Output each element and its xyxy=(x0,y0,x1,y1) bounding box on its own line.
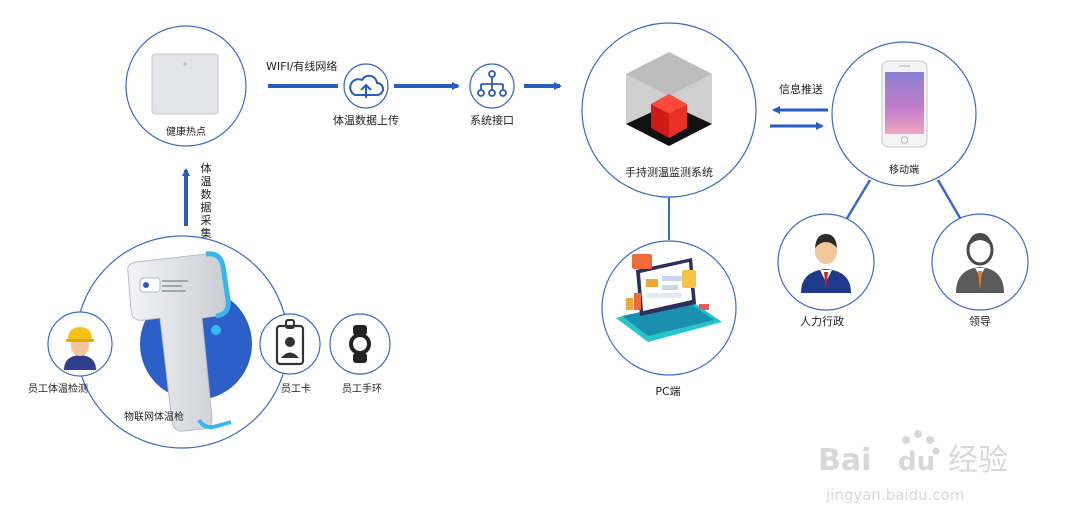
interface-label: 系统接口 xyxy=(470,114,514,127)
upload-label: 体温数据上传 xyxy=(333,113,399,127)
collect-char-6: 集 xyxy=(201,226,212,240)
node-band: 员工手环 xyxy=(329,313,391,395)
band-label: 员工手环 xyxy=(342,382,382,395)
line-mobile-to-leader xyxy=(936,179,962,219)
thermometer-gun-icon xyxy=(127,251,232,432)
card-label: 员工卡 xyxy=(281,382,311,395)
hotspot-device-icon xyxy=(151,53,219,115)
businessman-icon xyxy=(801,234,851,293)
collect-char-2: 温 xyxy=(201,175,212,188)
hotspot-label: 健康热点 xyxy=(166,125,206,138)
network-label: WIFI/有线网络 xyxy=(266,59,337,73)
cloud-upload-icon xyxy=(349,74,384,98)
system-label: 手持测温监测系统 xyxy=(625,165,713,179)
node-system: 手持测温监测系统 xyxy=(581,22,757,198)
watermark-brand-latin-1: Bai xyxy=(818,443,871,478)
collect-char-3: 数 xyxy=(201,188,212,201)
collect-char-5: 采 xyxy=(201,214,212,227)
worker-label: 员工体温检测 xyxy=(28,382,88,395)
node-upload: 体温数据上传 xyxy=(333,63,399,127)
push-label: 信息推送 xyxy=(779,82,823,96)
smart-band-icon xyxy=(349,325,371,363)
node-gun: 物联网体温枪 xyxy=(75,235,289,449)
watermark-brand-cn: 经验 xyxy=(948,443,1008,478)
server-cube-icon xyxy=(626,52,712,146)
gun-label: 物联网体温枪 xyxy=(124,410,184,423)
smartphone-icon xyxy=(881,60,928,148)
mobile-label: 移动端 xyxy=(889,163,919,176)
node-interface: 系统接口 xyxy=(469,63,515,127)
leader-label: 领导 xyxy=(969,315,991,328)
node-leader: 领导 xyxy=(931,213,1029,328)
watermark-url: jingyan.baidu.com xyxy=(825,486,964,504)
watermark-brand-latin-2: du xyxy=(898,447,935,477)
collect-char-1: 体 xyxy=(201,161,212,175)
watermark: Bai du 经验 jingyan.baidu.com xyxy=(818,430,1008,504)
worker-helmet-icon xyxy=(64,327,96,370)
pc-label: PC端 xyxy=(655,385,680,398)
node-worker: 员工体温检测 xyxy=(28,311,113,395)
node-card: 员工卡 xyxy=(259,313,321,395)
network-topology-icon xyxy=(477,70,507,97)
collect-label: 体 温 数 据 采 集 xyxy=(201,161,212,240)
line-mobile-to-hr xyxy=(844,179,872,221)
hr-label: 人力行政 xyxy=(800,314,844,328)
node-mobile: 移动端 xyxy=(831,41,977,187)
leader-avatar-icon xyxy=(956,233,1004,293)
collect-char-4: 据 xyxy=(201,200,212,214)
paw-icon xyxy=(902,430,940,455)
node-hr: 人力行政 xyxy=(777,213,875,328)
laptop-dashboard-icon xyxy=(616,254,722,342)
node-hotspot: 健康热点 xyxy=(125,25,247,147)
node-pc: PC端 xyxy=(601,240,737,398)
connectors xyxy=(182,82,962,240)
id-badge-icon xyxy=(275,319,305,366)
